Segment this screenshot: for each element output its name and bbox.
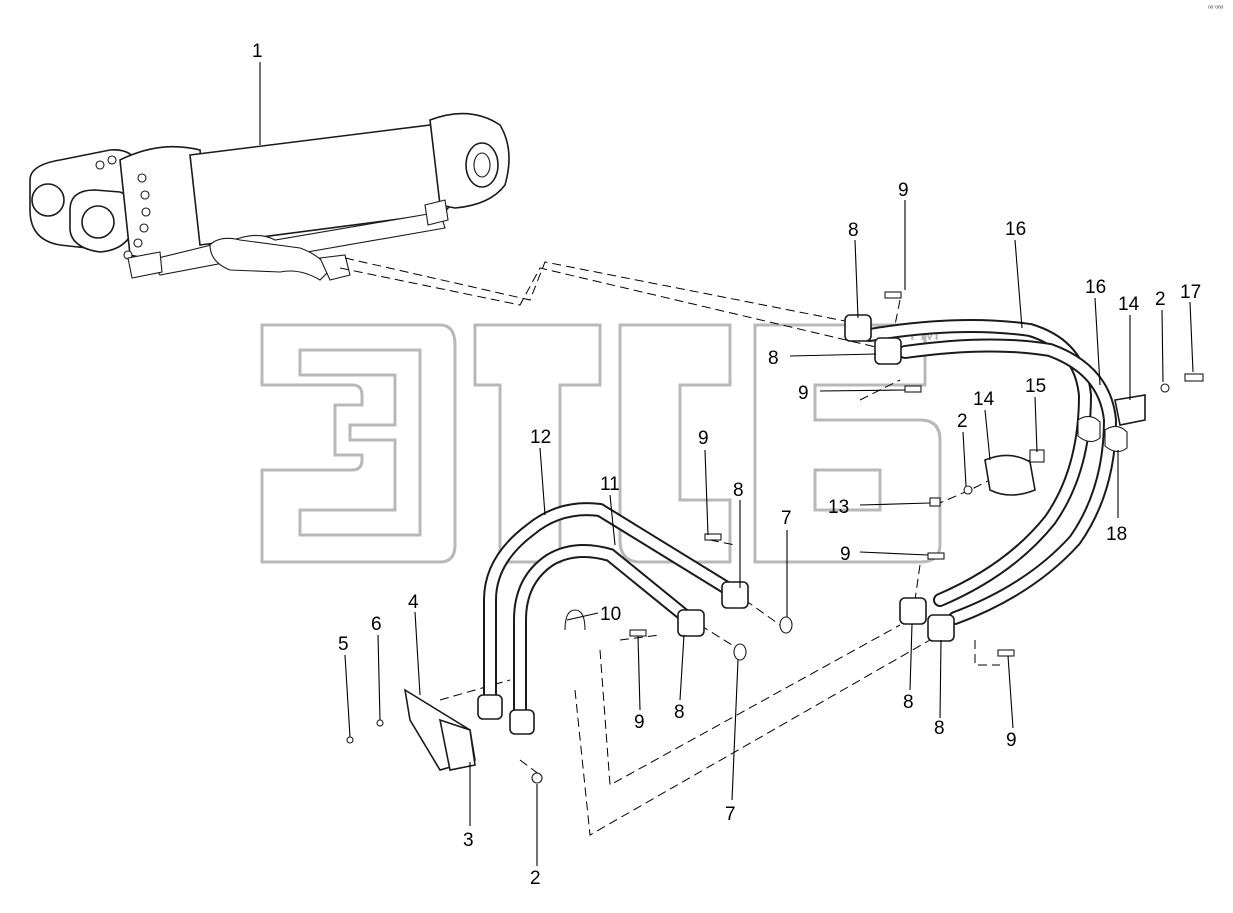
callout-9-lower-right: 9 [840,544,851,565]
callout-14-right: 14 [1118,294,1140,315]
callout-9-center: 9 [698,428,709,449]
callout-8-lower-a: 8 [903,692,914,713]
hose-clamps [984,394,1146,496]
callout-9-bottom: 9 [1006,730,1017,751]
callout-13: 13 [828,497,849,518]
callout-12: 12 [530,427,551,448]
bolts [346,291,1204,784]
callout-8-top: 8 [848,220,859,241]
callout-8-mid: 8 [768,348,779,369]
hydraulic-cylinder [29,112,510,281]
watermark: ТМ [260,319,942,564]
callout-2-mid: 2 [957,411,968,432]
callout-8-center: 8 [733,480,744,501]
callout-10: 10 [600,604,621,625]
bent-tubes [483,502,737,717]
callout-11: 11 [600,474,620,495]
callout-9-top: 9 [898,180,909,201]
callout-14-mid: 14 [973,389,995,410]
callout-8-lower-left: 8 [674,702,685,723]
callout-2-bottom: 2 [530,868,541,889]
callout-3: 3 [463,830,474,851]
callout-1: 1 [252,41,263,62]
callout-9-mid: 9 [798,383,809,404]
callout-18: 18 [1106,524,1127,545]
callout-16-right: 16 [1085,277,1106,298]
callout-16-left: 16 [1005,219,1026,240]
callout-6: 6 [371,614,382,635]
callout-7-bottom: 7 [725,804,736,825]
callout-2-right: 2 [1155,289,1166,310]
o-rings [733,616,793,661]
flange-fittings [477,314,955,735]
callout-labels: 1 9 8 16 16 14 2 17 8 9 15 14 2 13 18 12… [252,41,1201,889]
callout-7-top: 7 [781,508,792,529]
callout-4: 4 [408,592,419,613]
callout-15: 15 [1025,376,1046,397]
callout-9-lower-left: 9 [634,712,645,733]
callout-8-lower-b: 8 [934,718,945,739]
callout-17: 17 [1180,282,1201,303]
callout-5: 5 [338,634,349,655]
dashed-connection-lines [339,257,1031,836]
mounting-bracket [403,688,476,771]
long-hoses [863,319,1118,625]
cylinder-bolts [95,155,151,260]
corner-mark: ᵒᵒ ᵒᵒᵒ [1208,5,1224,12]
callout-leaders [259,62,1194,866]
